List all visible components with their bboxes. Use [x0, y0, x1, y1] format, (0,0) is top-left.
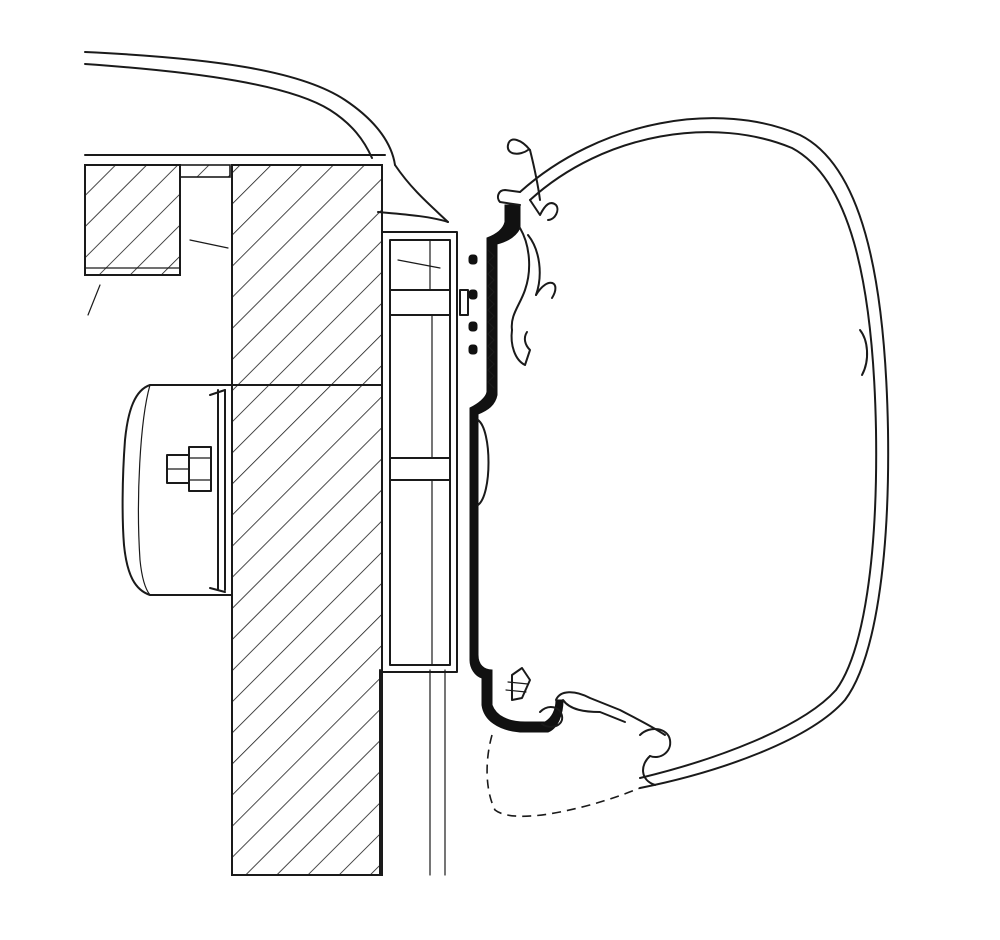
adapter-profile	[468, 204, 564, 733]
interior-lamp-housing	[121, 384, 233, 596]
awning-case	[496, 117, 890, 789]
vehicle-wall-section	[84, 164, 446, 876]
dashed-outline	[486, 734, 641, 818]
spacer-block	[381, 231, 469, 673]
lower-clip	[505, 667, 672, 786]
vehicle-roof-outline	[84, 51, 449, 223]
